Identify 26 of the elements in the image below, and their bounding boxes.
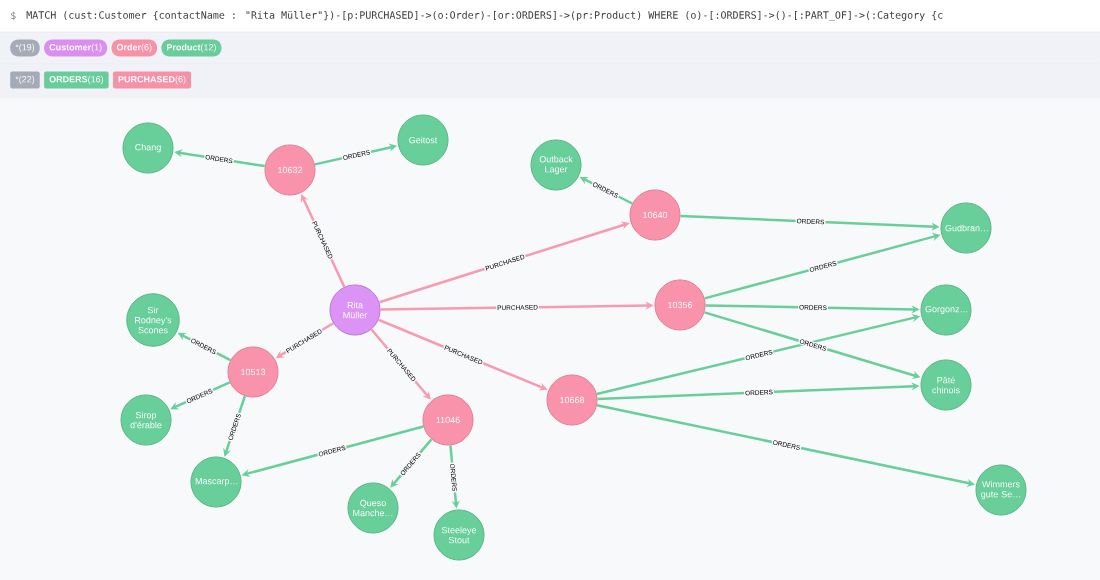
product-node: Outback Lager bbox=[530, 139, 582, 191]
product-node: Steeleye Stout bbox=[433, 509, 485, 561]
legend-pill: ORDERS(16) bbox=[44, 71, 109, 89]
product-node: Sirop d'érable bbox=[120, 394, 172, 446]
product-node: Geitost bbox=[397, 114, 449, 166]
product-node: Chang bbox=[122, 122, 174, 174]
order-node: 10632 bbox=[264, 144, 316, 196]
legend-pill: Product(12) bbox=[161, 39, 222, 57]
product-node: Mascarp… bbox=[190, 456, 242, 508]
legend-pill: PURCHASED(6) bbox=[113, 71, 192, 89]
order-node: 10668 bbox=[546, 374, 598, 426]
prompt-sign: $ bbox=[11, 11, 16, 21]
order-node: 10640 bbox=[629, 189, 681, 241]
product-node: Gudbran… bbox=[940, 202, 992, 254]
legend-pill: *(22) bbox=[10, 71, 40, 89]
legend-pill: Customer(1) bbox=[44, 39, 108, 57]
product-node: Sir Rodney's Scones bbox=[126, 293, 180, 347]
product-node: Queso Manche… bbox=[347, 482, 399, 534]
product-node: Wimmers gute Se… bbox=[975, 464, 1027, 516]
customer-node: Rita Müller bbox=[329, 284, 381, 336]
query-text: MATCH (cust:Customer {contactName : "Rita Müller"})-[p:PURCHASED]->(o:Order)-[or:ORDERS]->(pr:Product) WHERE (o)-[:ORDERS]->()-[:PART_OF]->(:Category {c bbox=[26, 11, 943, 21]
product-node: Gorgonz… bbox=[920, 284, 972, 336]
product-node: Pâté chinois bbox=[920, 359, 972, 411]
order-node: 10356 bbox=[654, 279, 706, 331]
order-node: 11046 bbox=[422, 394, 474, 446]
order-node: 10513 bbox=[227, 346, 279, 398]
